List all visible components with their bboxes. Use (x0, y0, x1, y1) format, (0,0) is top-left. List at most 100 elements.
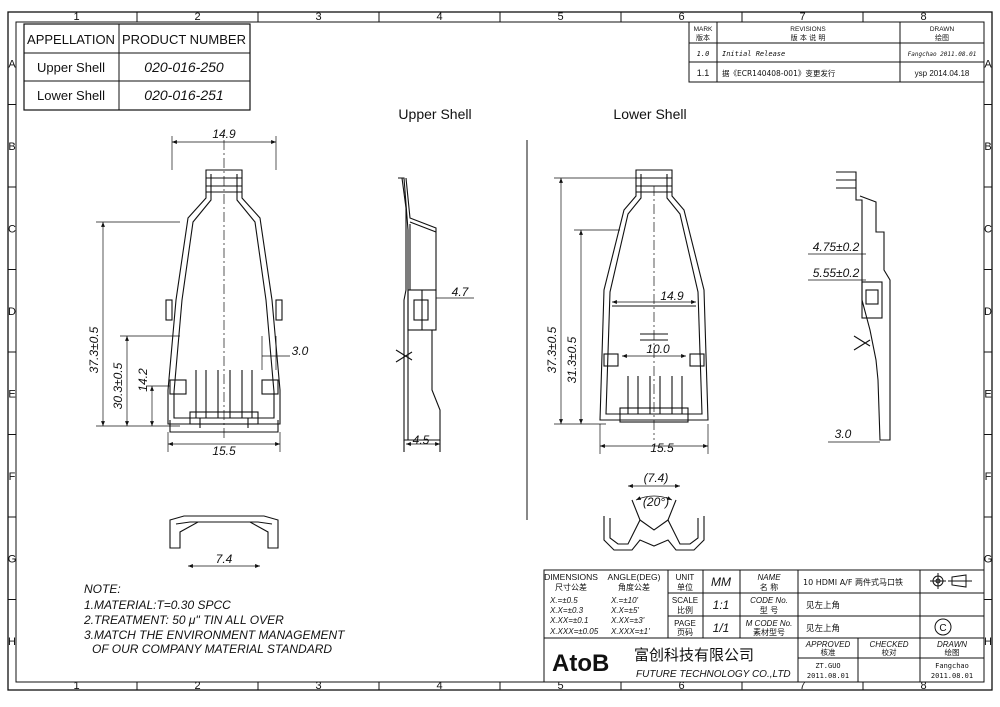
dim-u-low: 14.2 (136, 368, 150, 392)
note-line-4: OF OUR COMPANY MATERIAL STANDARD (92, 642, 332, 656)
grid-col-label: 6 (678, 680, 684, 692)
checked-label: CHECKED (869, 640, 908, 649)
grid-col-label: 7 (799, 11, 805, 23)
rev-desc-1: Initial Release (722, 50, 785, 58)
grid-col-label: 8 (920, 680, 926, 692)
dim-l-height: 37.3±0.5 (545, 326, 559, 373)
product-number-header: PRODUCT NUMBER (122, 32, 246, 47)
grid-row-label: H (8, 636, 16, 648)
grid-row-label: B (8, 141, 15, 153)
approved-label-cn: 核准 (821, 647, 836, 657)
grid-row-label: D (984, 306, 992, 318)
approved-name: ZT.GUO (815, 662, 840, 670)
grid-row-label: C (984, 223, 992, 235)
dim-l-width-in: 14.9 (660, 289, 684, 303)
copyright-mark: C (939, 623, 946, 634)
row-name-lower: Lower Shell (37, 88, 105, 103)
company-logo: AtoB (552, 650, 609, 677)
rev-drawn-2: ysp 2014.04.18 (915, 69, 970, 78)
appellation-table: APPELLATION PRODUCT NUMBER Upper Shell 0… (23, 23, 251, 111)
rev-header: REVISIONS (790, 26, 826, 33)
tol-ang-0: X.=±10' (610, 596, 639, 605)
upper-shell-title: Upper Shell (398, 106, 471, 122)
notes-title: NOTE: (84, 582, 121, 596)
tol-dim-1: X.X=±0.3 (549, 606, 584, 615)
grid-row-label: C (8, 223, 16, 235)
mcode-label: M CODE No. (746, 619, 793, 628)
unit-label-cn: 单位 (677, 582, 693, 592)
tol-ang-3: X.XXX=±1' (610, 627, 650, 636)
appellation-header: APPELLATION (27, 32, 115, 47)
revisions-block: MARK 版本 REVISIONS 版 本 说 明 DRAWN 绘图 1.0 I… (688, 21, 985, 83)
dim-u-side-b: 4.5 (413, 433, 430, 447)
tol-ang-2: X.XX=±3' (610, 616, 645, 625)
note-line-3: 3.MATCH THE ENVIRONMENT MANAGEMENT (84, 628, 346, 642)
lower-shell-front-view (599, 169, 709, 440)
outer-border (7, 11, 993, 691)
upper-side-dims (406, 297, 474, 446)
grid-row-label: F (985, 471, 992, 483)
notes-block: NOTE: 1.MATERIAL:T=0.30 SPCC 2.TREATMENT… (83, 582, 346, 656)
grid-col-label: 2 (194, 11, 200, 23)
grid-col-label: 7 (799, 680, 805, 692)
lower-bottom-angle-arc (635, 495, 673, 501)
projection-symbol-icon (930, 573, 972, 589)
dim-l-center: 10.0 (646, 342, 670, 356)
dim-l-mid: 31.3±0.5 (565, 336, 579, 383)
grid-col-label: 1 (73, 680, 79, 692)
dim-tol-header: DIMENSIONS (544, 572, 598, 582)
row-number-upper: 020-016-250 (144, 59, 224, 75)
lower-shell-side-view (836, 171, 891, 441)
rev-mark-1: 1.0 (697, 50, 710, 58)
dim-u-mid: 30.3±0.5 (111, 362, 125, 409)
drawn-label: DRAWN (937, 640, 967, 649)
grid-row-label: G (984, 553, 993, 565)
dim-l-width-bottom: 15.5 (650, 441, 674, 455)
page-label-cn: 页码 (677, 628, 693, 637)
unit-label: UNIT (676, 573, 695, 582)
dim-u-width-top: 14.9 (212, 127, 236, 141)
ang-tol-header: ANGLE(DEG) (608, 572, 661, 582)
mcode-value: 见左上角 (806, 623, 840, 634)
note-line-1: 1.MATERIAL:T=0.30 SPCC (84, 598, 231, 612)
upper-shell-bottom-view (169, 515, 279, 549)
grid-row-label: G (8, 553, 17, 565)
dim-l-bottom-ang: (20°) (643, 495, 669, 509)
lower-shell-title: Lower Shell (613, 106, 686, 122)
upper-shell-dims (96, 136, 290, 452)
grid-row-label: F (9, 471, 16, 483)
copyright-icon (934, 618, 952, 636)
tol-dim-2: X.XX=±0.1 (549, 616, 588, 625)
grid-col-label: 3 (315, 680, 321, 692)
mcode-label-cn: 素材型号 (753, 627, 785, 637)
code-label: CODE No. (750, 596, 788, 605)
note-line-2: 2.TREATMENT: 50 μ" TIN ALL OVER (83, 613, 284, 627)
upper-shell-front-view (165, 140, 283, 440)
dim-u-height: 37.3±0.5 (87, 326, 101, 373)
rev-mark-2: 1.1 (697, 68, 710, 78)
dim-l-bottom-w: (7.4) (644, 471, 669, 485)
lower-shell-dims (554, 177, 709, 454)
dim-u-side-a: 4.7 (452, 285, 470, 299)
grid-col-label: 1 (73, 11, 79, 23)
grid-col-label: 5 (557, 680, 563, 692)
page-label: PAGE (674, 619, 696, 628)
grid-row-label: E (8, 388, 15, 400)
grid-col-label: 4 (436, 680, 442, 692)
rev-header-cn: 版 本 说 明 (791, 33, 826, 42)
drawn-date: 2011.08.01 (931, 672, 973, 680)
grid-row-label: E (984, 388, 991, 400)
dim-l-side-b: 5.55±0.2 (813, 266, 860, 280)
code-label-cn: 型 号 (760, 606, 779, 615)
grid-col-label: 8 (920, 11, 926, 23)
drawn-label-cn: 绘图 (945, 647, 960, 657)
unit-value: MM (711, 575, 731, 589)
lower-side-dims (808, 253, 880, 443)
scale-value: 1:1 (713, 598, 730, 612)
row-number-lower: 020-016-251 (144, 87, 223, 103)
rev-mark-header-cn: 版本 (696, 33, 710, 42)
grid-row-label: H (984, 636, 992, 648)
drawn-name: Fangchao (935, 662, 969, 670)
